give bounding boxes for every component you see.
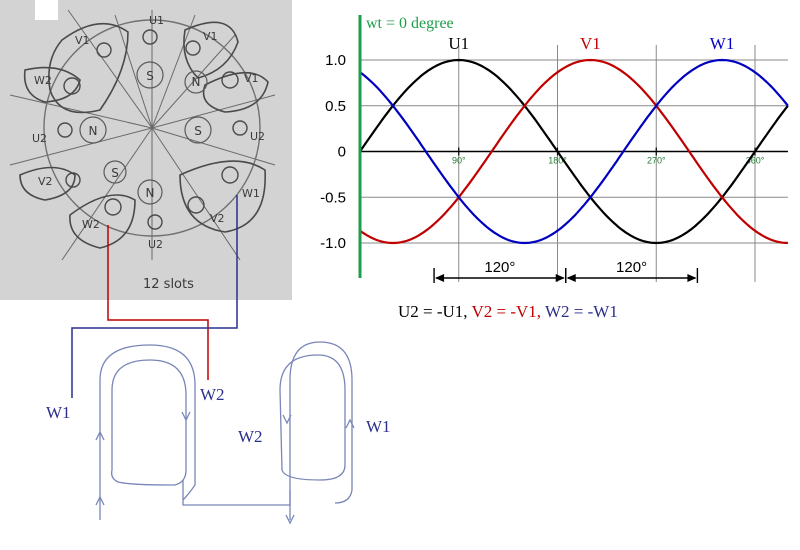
interval-arrowhead [566, 274, 576, 282]
interval-arrowhead [555, 274, 565, 282]
y-tick-label: 0.5 [325, 98, 346, 115]
sketch-corner-mark [35, 0, 58, 20]
y-tick-label: 0 [338, 144, 346, 161]
arrow-left-down [181, 411, 191, 422]
sketch-pole-labels: S N S N S N [89, 69, 202, 200]
pole-label: N [146, 186, 155, 200]
stator-sketch: U1 V1 V1 U2 W1 V2 U2 W2 V2 U2 W2 V1 S N … [0, 0, 292, 300]
blue-wire [71, 195, 238, 398]
series-line-w1 [359, 58, 789, 245]
coil-label-w2-right: W2 [238, 427, 263, 446]
coil-bridge [182, 480, 291, 506]
x-tick-label: 90° [452, 156, 466, 166]
slot-label: U2 [32, 132, 47, 145]
pole-label: S [146, 69, 154, 83]
interval-label: 120° [616, 259, 647, 276]
arrow-left-up-2 [95, 495, 105, 506]
pole-label: S [111, 166, 119, 180]
waveform-chart: 1.0 0.5 0 -0.5 -1.0 90° 180° 270° 360° U1 V1 W1 1… [320, 15, 789, 283]
sketch-poles [79, 61, 212, 205]
sketch-slot-labels: U1 V1 V1 U2 W1 V2 U2 W2 V2 U2 W2 V1 [32, 14, 265, 251]
y-tick-label: -1.0 [320, 235, 346, 252]
left-coil-inner [110, 359, 187, 486]
slot-label: W2 [82, 218, 100, 231]
series-label-v1: V1 [580, 34, 601, 53]
pole-label: N [89, 124, 98, 138]
red-wire [107, 225, 209, 380]
slot-label: V2 [38, 175, 53, 188]
interval-markers: 120° 120° [433, 259, 699, 283]
x-tick-label: 180° [548, 156, 567, 166]
relation-v: V2 = -V1, [472, 302, 546, 321]
interval-arrowhead [687, 274, 697, 282]
slot-label: V1 [244, 72, 259, 85]
y-tick-labels: 1.0 0.5 0 -0.5 -1.0 [320, 52, 346, 252]
start-label: wt = 0 degree [366, 15, 454, 32]
series-line-v1 [359, 58, 788, 245]
series-label-w1: W1 [710, 34, 735, 53]
x-tick-label: 360° [746, 156, 765, 166]
series-label-u1: U1 [448, 34, 469, 53]
slot-label: W1 [242, 187, 260, 200]
x-tick-label: 270° [647, 156, 666, 166]
coil-labels: W1 W2 W2 W1 [46, 385, 391, 446]
coil-label-w1-right: W1 [366, 417, 391, 436]
y-tick-label: -0.5 [320, 189, 346, 206]
arrow-right-up [345, 418, 355, 429]
relation-w: W2 = -W1 [545, 302, 618, 321]
coil-sketch [95, 341, 355, 525]
series-labels: U1 V1 W1 [448, 34, 734, 53]
y-tick-label: 1.0 [325, 52, 346, 69]
slot-label: U2 [148, 238, 163, 251]
left-coil-outer [99, 344, 196, 520]
right-coil-outer [289, 341, 353, 520]
slot-label: V1 [203, 30, 218, 43]
sketch-photo-background [0, 0, 292, 300]
chart-grid [360, 45, 788, 282]
coil-label-w2-left: W2 [200, 385, 225, 404]
interval-arrowhead [435, 274, 445, 282]
arrow-right-inner [282, 414, 292, 425]
slot-label: U1 [149, 14, 164, 27]
sketch-caption: 12 slots [143, 277, 194, 292]
coil-label-w1-left: W1 [46, 403, 71, 422]
sketch-coil-loops [19, 21, 269, 249]
phase-relation: U2 = -U1, V2 = -V1, W2 = -W1 [398, 302, 618, 321]
slot-label: V1 [75, 34, 90, 47]
relation-u: U2 = -U1, [398, 302, 472, 321]
series-lines [359, 58, 789, 245]
sketch-slots [57, 29, 248, 230]
sketch-stator-ring [43, 19, 261, 237]
slot-label: V2 [210, 212, 225, 225]
slot-label: U2 [250, 130, 265, 143]
interval-label: 120° [484, 259, 515, 276]
right-coil-inner [279, 354, 346, 481]
slot-label: W2 [34, 74, 52, 87]
x-tick-labels: 90° 180° 270° 360° [452, 147, 765, 166]
series-line-u1 [359, 58, 789, 245]
pole-label: N [192, 75, 201, 89]
sketch-radial-lines [9, 9, 276, 261]
pole-label: S [194, 124, 202, 138]
arrow-left-up [95, 430, 105, 441]
arrow-right-down [285, 514, 295, 525]
